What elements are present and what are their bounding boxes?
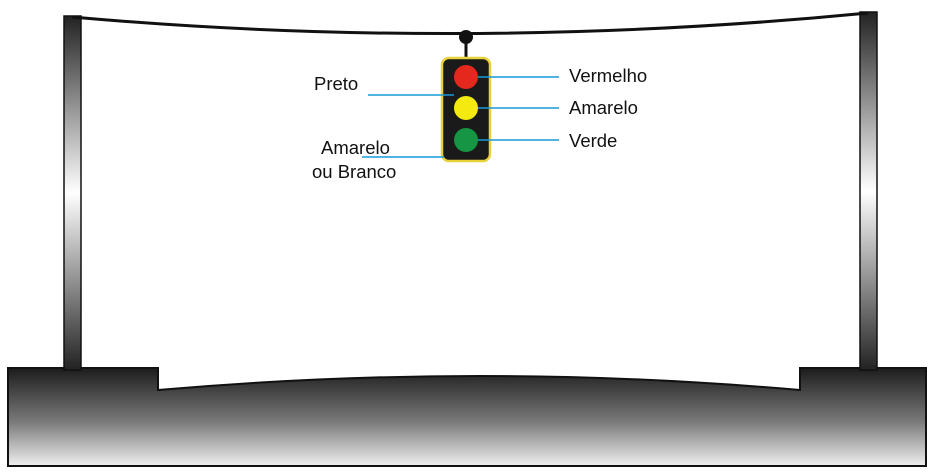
right-pole: [859, 11, 878, 371]
left-pole: [63, 15, 82, 371]
traffic-light: [440, 56, 492, 163]
label-vermelho: Vermelho: [569, 65, 647, 86]
label-verde: Verde: [569, 130, 617, 151]
label-amarelo-ou-branco-line1: Amarelo: [321, 137, 390, 158]
label-amarelo: Amarelo: [569, 97, 638, 118]
green-light: [454, 128, 478, 152]
red-light: [454, 65, 478, 89]
suspension-cable: [71, 11, 869, 36]
leader-lines: [362, 76, 559, 158]
yellow-light: [454, 96, 478, 120]
road-ground: [7, 367, 927, 467]
label-preto: Preto: [314, 73, 358, 94]
label-amarelo-ou-branco-line2: ou Branco: [312, 161, 396, 182]
